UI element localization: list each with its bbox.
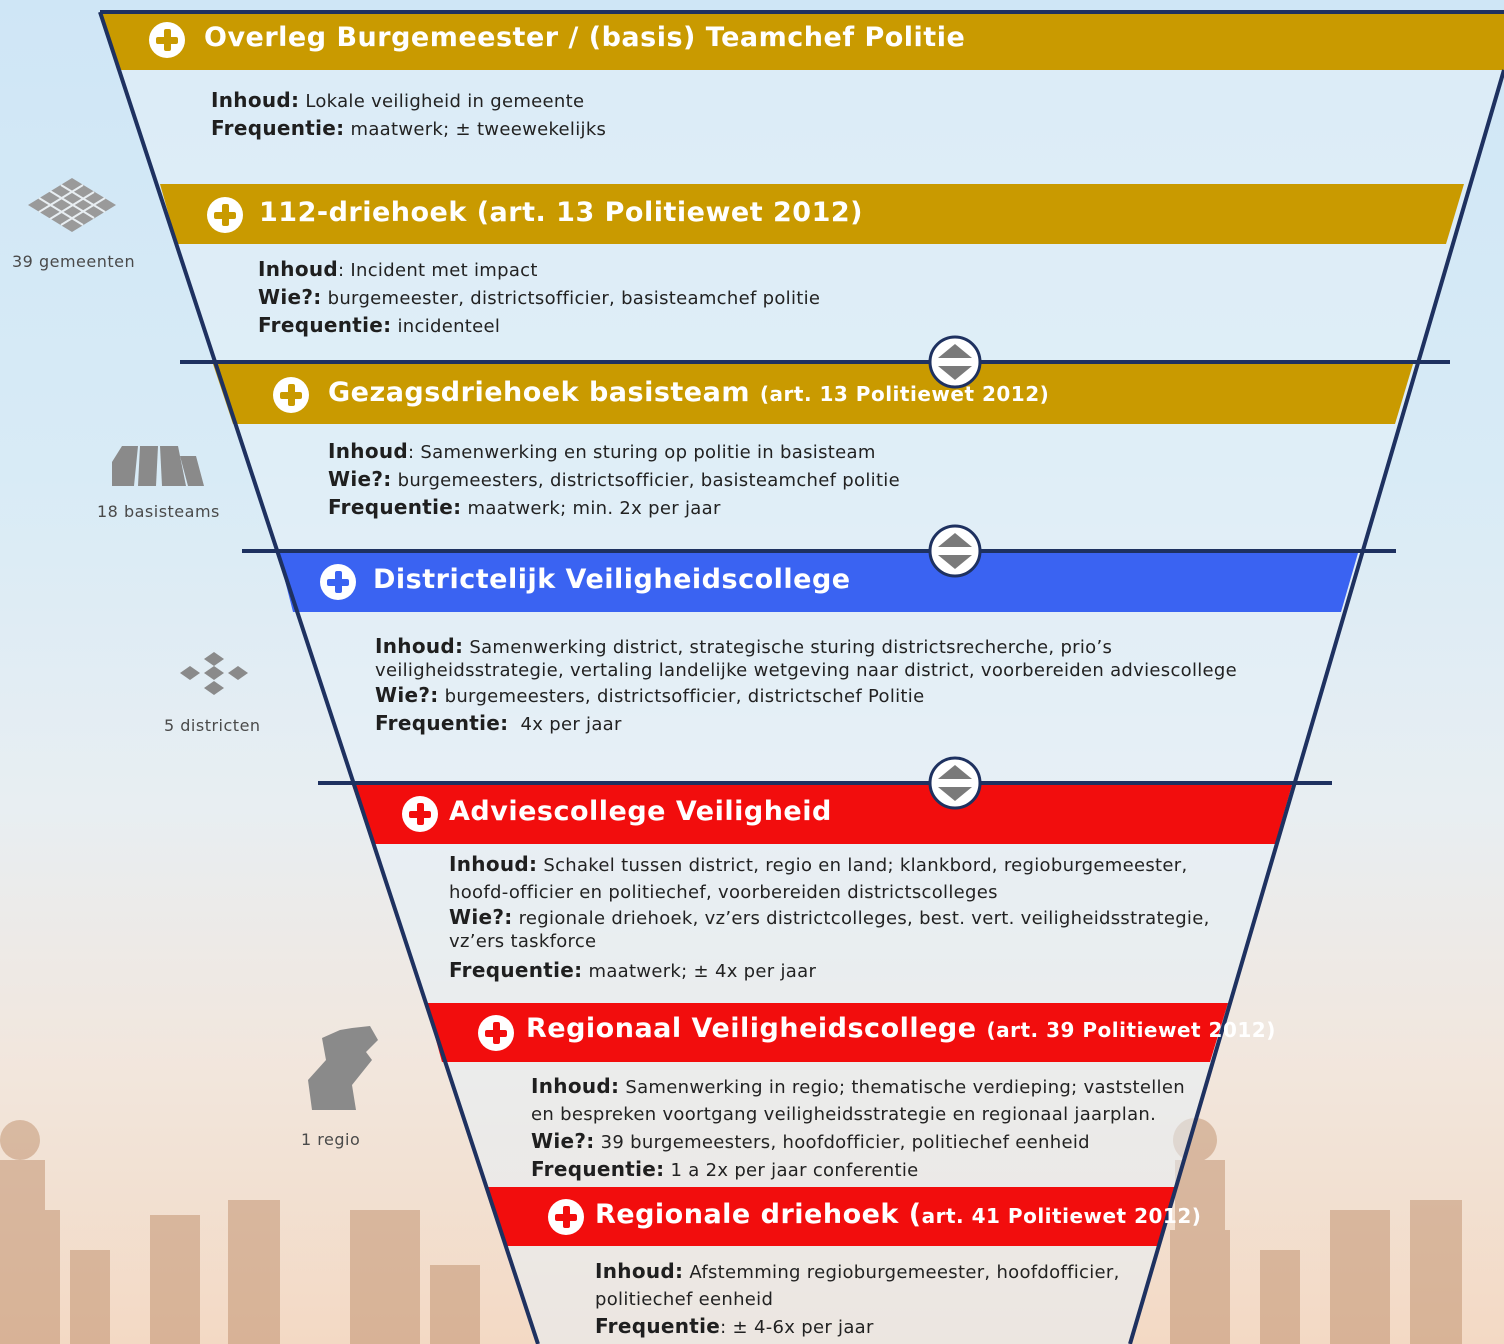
level-info: Inhoud: Samenwerking district, strategis… [375, 634, 1238, 736]
swap-arrows-icon [928, 756, 982, 810]
funnel-edge-left [98, 11, 540, 1344]
band-4 [278, 553, 1358, 612]
level-info: Inhoud: Lokale veiligheid in gemeente Fr… [211, 88, 607, 140]
swap-arrows-icon [928, 524, 982, 578]
region-map-icon [308, 1026, 378, 1110]
level-info: Inhoud: Schakel tussen district, regio e… [449, 852, 1210, 982]
level-info: Inhoud: Afstemming regioburgemeester, ho… [595, 1259, 1120, 1338]
level-title: Overleg Burgemeester / (basis) Teamchef … [204, 22, 966, 53]
plus-circle-icon[interactable] [320, 564, 356, 600]
swap-arrows-icon [928, 335, 982, 389]
side-label-gemeenten: 39 gemeenten [12, 252, 136, 271]
plus-circle-icon[interactable] [207, 197, 243, 233]
band-1 [100, 12, 1504, 70]
level-info: Inhoud: Incident met impact Wie?: burgem… [258, 257, 821, 337]
plus-circle-icon[interactable] [478, 1015, 514, 1051]
band-6 [426, 1003, 1228, 1062]
municipality-grid-icon [28, 178, 116, 232]
level-title: Gezagsdriehoek basisteam (art. 13 Politi… [328, 377, 1050, 408]
funnel-edge-right [1128, 69, 1504, 1344]
plus-circle-icon[interactable] [402, 796, 438, 832]
level-info: Inhoud: Samenwerking in regio; thematisc… [531, 1074, 1185, 1181]
level-title: 112-driehoek (art. 13 Politiewet 2012) [259, 197, 863, 228]
band-2 [160, 184, 1464, 244]
band-7 [486, 1187, 1175, 1246]
level-info: Inhoud: Samenwerking en sturing op polit… [328, 439, 900, 519]
plus-circle-icon[interactable] [273, 377, 309, 413]
side-label-regio: 1 regio [301, 1130, 361, 1149]
band-3 [213, 364, 1413, 424]
level-title: Regionaal Veiligheidscollege (art. 39 Po… [526, 1013, 1276, 1044]
side-label-districten: 5 districten [164, 716, 261, 735]
level-title: Adviescollege Veiligheid [449, 796, 832, 827]
level-title: Districtelijk Veiligheidscollege [373, 564, 851, 595]
plus-circle-icon[interactable] [548, 1199, 584, 1235]
plus-circle-icon[interactable] [149, 22, 185, 58]
band-5 [352, 785, 1292, 844]
skyline-illustration [0, 1118, 1462, 1344]
level-title: Regionale driehoek (art. 41 Politiewet 2… [595, 1199, 1202, 1230]
side-label-basisteams: 18 basisteams [97, 502, 220, 521]
basisteam-blocks-icon [112, 446, 204, 486]
districts-diamond-icon [180, 652, 248, 695]
